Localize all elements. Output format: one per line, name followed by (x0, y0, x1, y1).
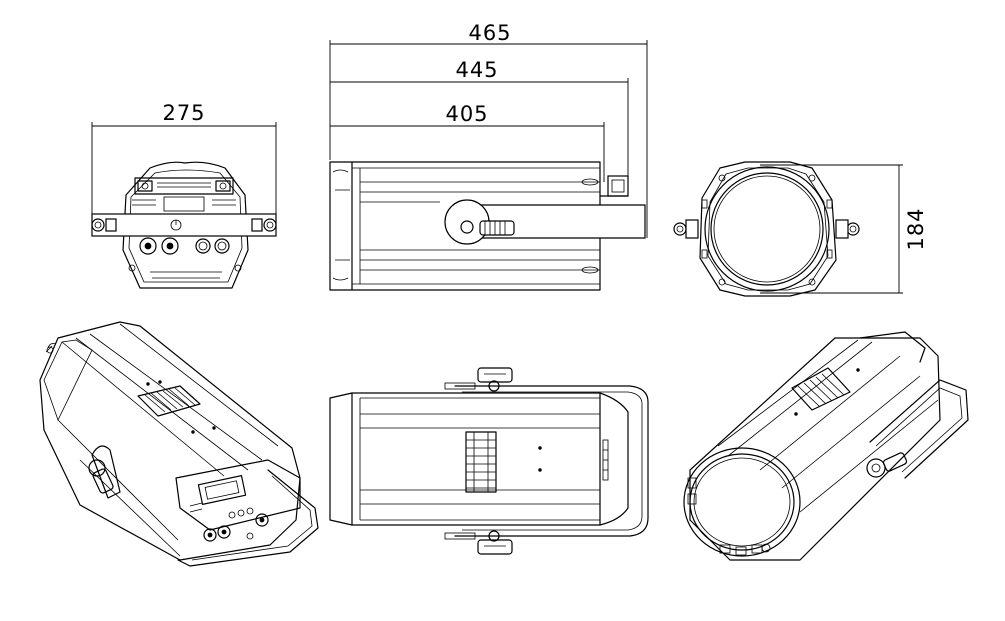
side-view (329, 161, 646, 291)
dimension-184: 184 (760, 164, 928, 294)
dimension-465: 465 (329, 21, 648, 238)
isometric-view-rear (39, 321, 319, 567)
top-vent-grille-right (791, 367, 851, 411)
dimension-405: 405 (330, 102, 605, 182)
top-view (329, 367, 649, 555)
dimension-275: 275 (91, 101, 277, 222)
dim-label-275: 275 (162, 101, 205, 125)
top-vent-grille (137, 385, 201, 417)
dim-label-405: 405 (445, 102, 488, 126)
dim-label-184: 184 (904, 207, 928, 250)
rear-view (91, 161, 277, 289)
dim-label-445: 445 (455, 58, 498, 82)
isometric-view-front (683, 331, 969, 561)
front-view (673, 161, 860, 297)
dimension-445: 445 (330, 58, 629, 182)
top-grille (465, 431, 497, 493)
dim-label-465: 465 (468, 21, 511, 45)
